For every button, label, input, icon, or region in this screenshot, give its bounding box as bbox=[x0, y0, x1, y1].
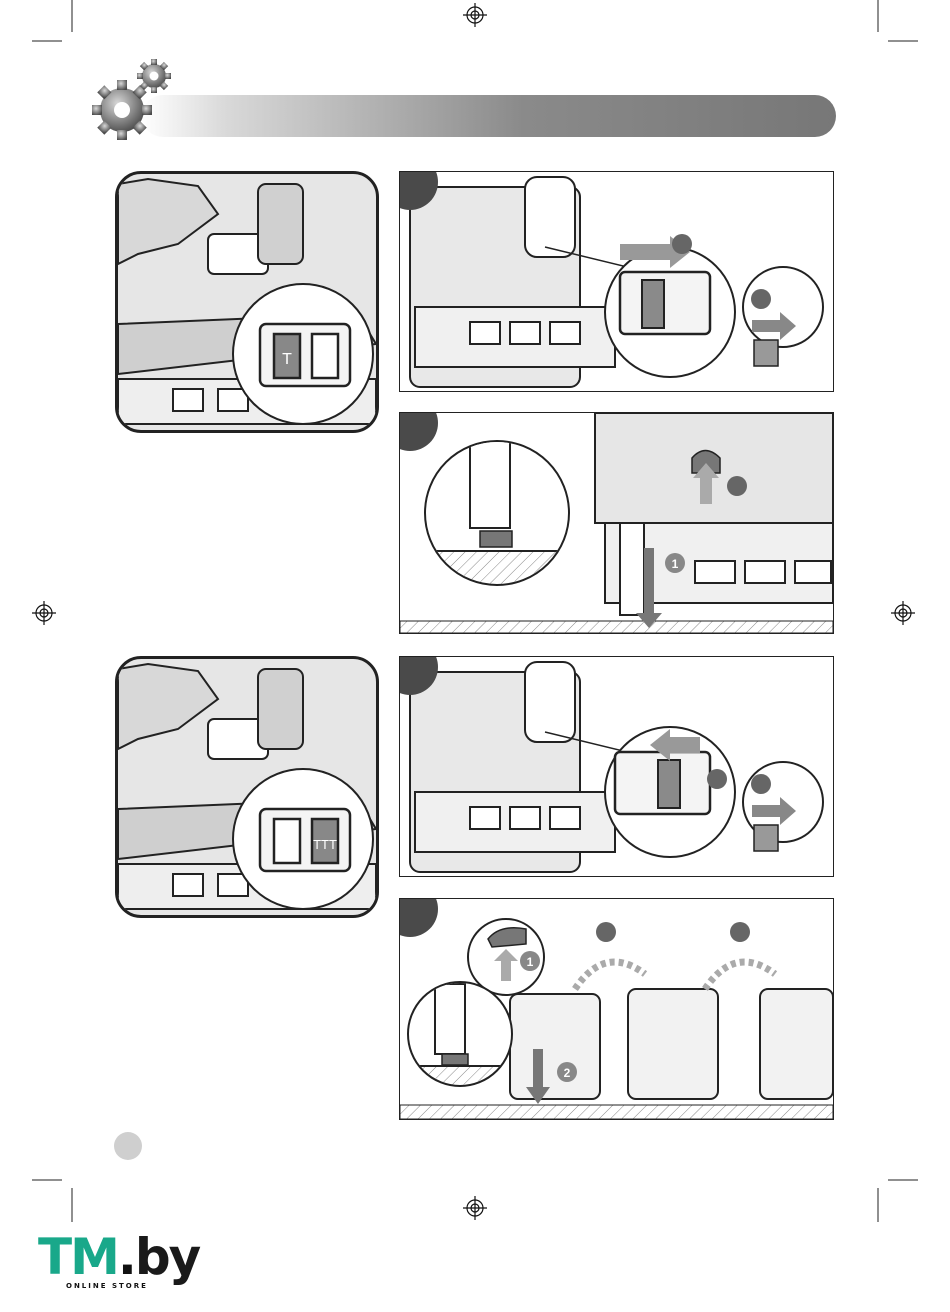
registration-mark-top bbox=[463, 3, 487, 27]
mode-slider-single bbox=[260, 324, 350, 386]
logo-dot: . bbox=[118, 1228, 135, 1286]
gears-icon bbox=[92, 58, 182, 142]
slider-label-bump: TTT bbox=[313, 837, 337, 852]
switch-mode-illustration bbox=[400, 172, 833, 391]
detail-panel-bump-mode: TTT bbox=[115, 656, 379, 918]
logo-tm: TM bbox=[38, 1228, 118, 1286]
callout-number-1: 1 bbox=[672, 557, 679, 571]
step-panel-1 bbox=[399, 171, 834, 392]
callout-number-1: 1 bbox=[527, 955, 534, 969]
contact-trip-illustration: 1 bbox=[400, 413, 833, 633]
nailer-closeup-illustration: T bbox=[118, 174, 376, 430]
logo-tagline: ONLINE STORE bbox=[66, 1282, 148, 1290]
section-header bbox=[92, 58, 836, 142]
step-panel-3 bbox=[399, 656, 834, 877]
registration-mark-left bbox=[32, 601, 56, 625]
step-panel-4: 2 1 bbox=[399, 898, 834, 1120]
page-number-badge bbox=[114, 1132, 142, 1160]
header-bar bbox=[142, 95, 836, 137]
callout-number-2: 2 bbox=[564, 1066, 571, 1080]
bump-fire-illustration: 2 1 bbox=[400, 899, 833, 1119]
slider-label-single: T bbox=[282, 351, 292, 368]
detail-panel-single-mode: T bbox=[115, 171, 379, 433]
step-panel-2: 1 bbox=[399, 412, 834, 634]
registration-mark-right bbox=[891, 601, 915, 625]
registration-mark-bottom bbox=[463, 1196, 487, 1220]
store-logo: TM.by bbox=[38, 1232, 199, 1282]
nailer-closeup-illustration: TTT bbox=[118, 659, 376, 915]
logo-by: by bbox=[135, 1228, 199, 1286]
switch-mode-illustration bbox=[400, 657, 833, 876]
